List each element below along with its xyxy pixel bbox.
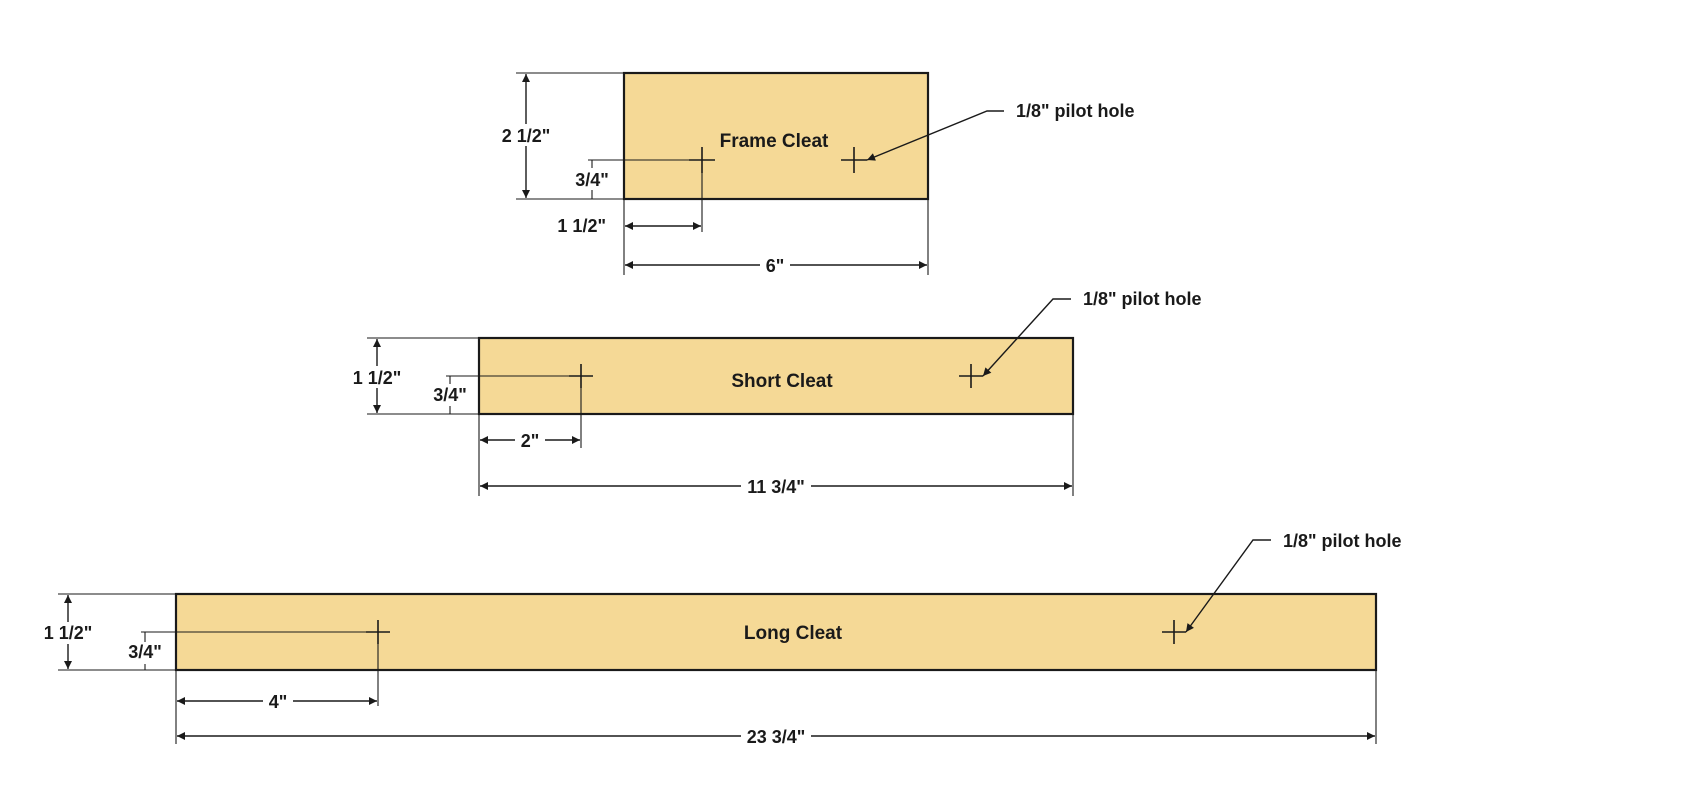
short-cleat-hole-vertical-label: 3/4"	[433, 385, 467, 405]
frame-cleat-pilot-hole-left	[689, 147, 715, 173]
long-cleat-width-label: 1 1/2"	[44, 623, 93, 643]
short-cleat-width-label: 1 1/2"	[353, 368, 402, 388]
frame-cleat-pilot-hole-right	[841, 147, 867, 173]
frame-cleat-board	[622, 71, 930, 201]
frame-cleat: Frame Cleat 2 1/2" 3/4" 1 1/2" 6" 1/8" p	[495, 71, 1135, 276]
long-cleat-callout-label: 1/8" pilot hole	[1283, 531, 1402, 551]
frame-cleat-width-label: 2 1/2"	[502, 126, 551, 146]
frame-cleat-callout-label: 1/8" pilot hole	[1016, 101, 1135, 121]
frame-cleat-hole-horizontal-label: 1 1/2"	[557, 216, 606, 236]
long-cleat: Long Cleat 1 1/2" 3/4" 4" 23 3/4" 1/8" p	[37, 531, 1402, 747]
long-cleat-pilot-hole-right	[1162, 620, 1186, 644]
frame-cleat-callout-leader	[866, 110, 1004, 161]
short-cleat-pilot-hole-right	[959, 364, 983, 388]
frame-cleat-length-label: 6"	[766, 256, 785, 276]
long-cleat-length-label: 23 3/4"	[747, 727, 806, 747]
short-cleat-hole-horizontal-label: 2"	[521, 431, 540, 451]
short-cleat-name: Short Cleat	[731, 371, 833, 392]
long-cleat-callout-leader	[1185, 539, 1271, 633]
short-cleat-callout-leader	[982, 298, 1071, 377]
frame-cleat-hole-vertical-label: 3/4"	[575, 170, 609, 190]
frame-cleat-name: Frame Cleat	[720, 131, 829, 152]
long-cleat-pilot-hole-left	[366, 620, 390, 644]
short-cleat: Short Cleat 1 1/2" 3/4" 2" 11 3/4" 1/8"	[346, 289, 1202, 497]
long-cleat-name: Long Cleat	[744, 623, 843, 644]
short-cleat-callout-label: 1/8" pilot hole	[1083, 289, 1202, 309]
short-cleat-pilot-hole-left	[569, 364, 593, 388]
long-cleat-hole-horizontal-label: 4"	[269, 692, 288, 712]
long-cleat-hole-vertical-label: 3/4"	[128, 642, 162, 662]
short-cleat-length-label: 11 3/4"	[747, 477, 805, 497]
